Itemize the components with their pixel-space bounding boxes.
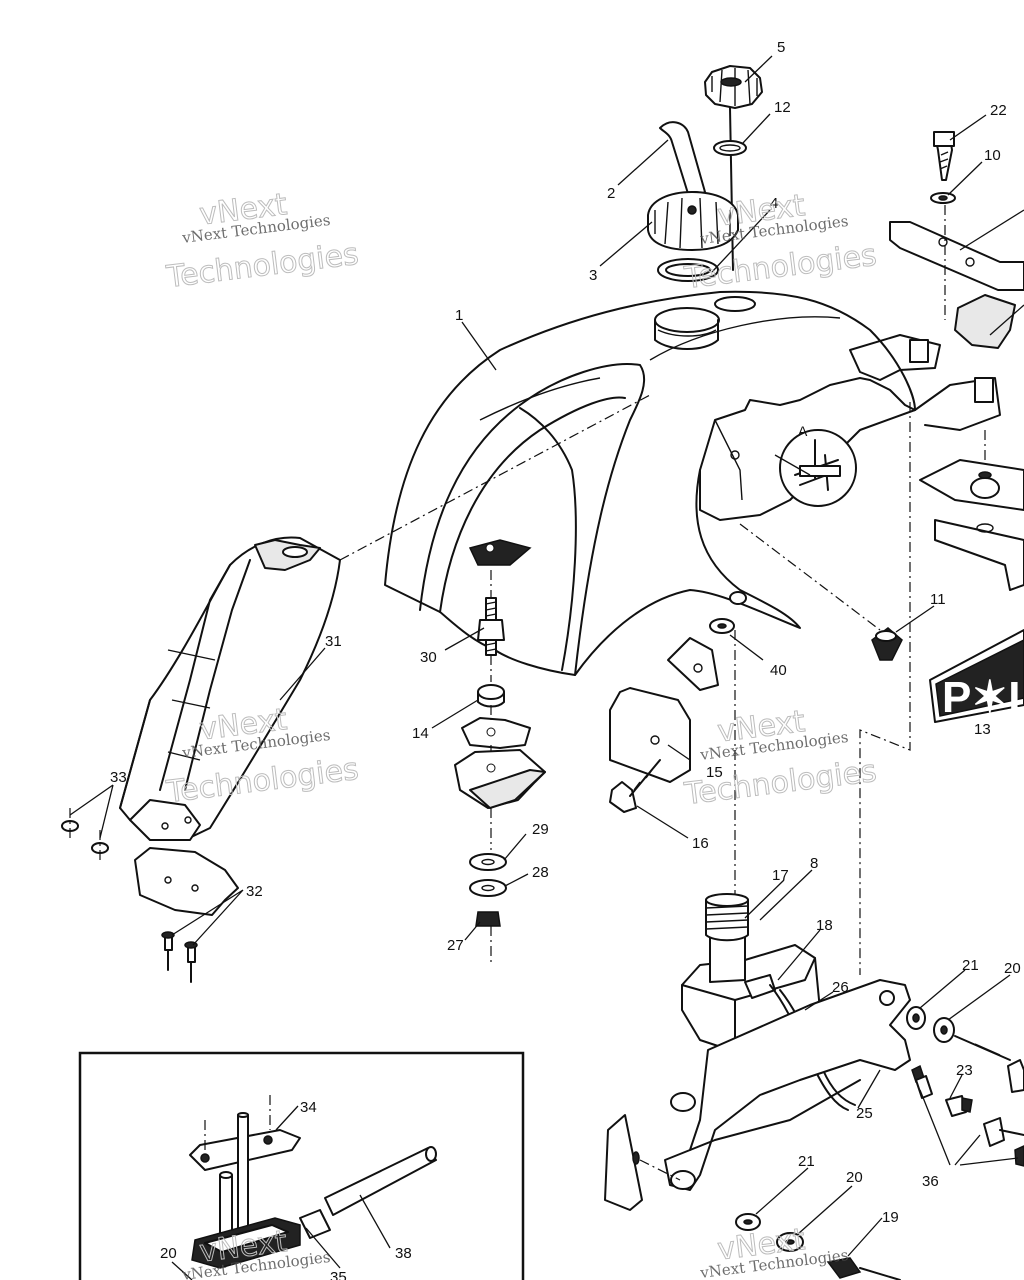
callout-38: 38	[395, 1245, 412, 1262]
fuel-tank	[384, 290, 1001, 676]
callout-26: 26	[832, 979, 849, 996]
callout-36: 36	[922, 1173, 939, 1190]
callout-33: 33	[110, 769, 127, 786]
callout-34: 34	[300, 1099, 317, 1116]
callout-2: 2	[607, 185, 615, 202]
callout-35: 35	[330, 1269, 347, 1280]
callout-A: A	[798, 423, 808, 439]
callout-21-lower: 21	[798, 1153, 815, 1170]
callout-18: 18	[816, 917, 833, 934]
callout-32: 32	[246, 883, 263, 900]
fuel-cap-assembly	[647, 65, 763, 282]
callout-23: 23	[956, 1062, 973, 1079]
callout-28: 28	[532, 864, 549, 881]
leader-lines	[69, 55, 1024, 1280]
decal-logo-text: P✶L	[942, 673, 1024, 722]
side-plate-screw	[609, 618, 736, 905]
oil-reservoir	[604, 893, 911, 1211]
reservoir-hardware	[735, 1006, 1024, 1280]
callout-30: 30	[420, 649, 437, 666]
lower-plate-rivets	[61, 808, 239, 983]
callout-4: 4	[770, 195, 778, 212]
callout-5: 5	[777, 39, 785, 56]
callout-17: 17	[772, 867, 789, 884]
callout-22: 22	[990, 102, 1007, 119]
callout-40: 40	[770, 662, 787, 679]
inset-detail-box	[78, 1051, 525, 1280]
polaris-decal: P✶L	[929, 629, 1024, 723]
callout-29: 29	[532, 821, 549, 838]
callout-3: 3	[589, 267, 597, 284]
callout-labels: 5 12 2 4 3 1 22 10 A 31 30 14 40 11 13 1…	[110, 39, 1021, 1280]
callout-14: 14	[412, 725, 429, 742]
callout-16: 16	[692, 835, 709, 852]
front-bracket-31	[119, 536, 341, 841]
callout-13: 13	[974, 721, 991, 738]
upper-right-brackets	[889, 131, 1024, 591]
callout-20-lower: 20	[846, 1169, 863, 1186]
callout-11: 11	[930, 591, 946, 608]
callout-15: 15	[706, 764, 723, 781]
callout-25: 25	[856, 1105, 873, 1122]
callout-20-upper: 20	[1004, 960, 1021, 977]
grommet-11	[871, 627, 903, 661]
callout-20-inset: 20	[160, 1245, 177, 1262]
callout-1: 1	[455, 307, 463, 324]
callout-31: 31	[325, 633, 342, 650]
tank-mount-stack	[454, 570, 546, 962]
assembly-centerlines	[339, 205, 986, 975]
callout-8: 8	[810, 855, 818, 872]
callout-10: 10	[984, 147, 1001, 164]
callout-19: 19	[882, 1209, 899, 1226]
callout-27: 27	[447, 937, 464, 954]
callout-12: 12	[774, 99, 791, 116]
callout-21-upper: 21	[962, 957, 979, 974]
